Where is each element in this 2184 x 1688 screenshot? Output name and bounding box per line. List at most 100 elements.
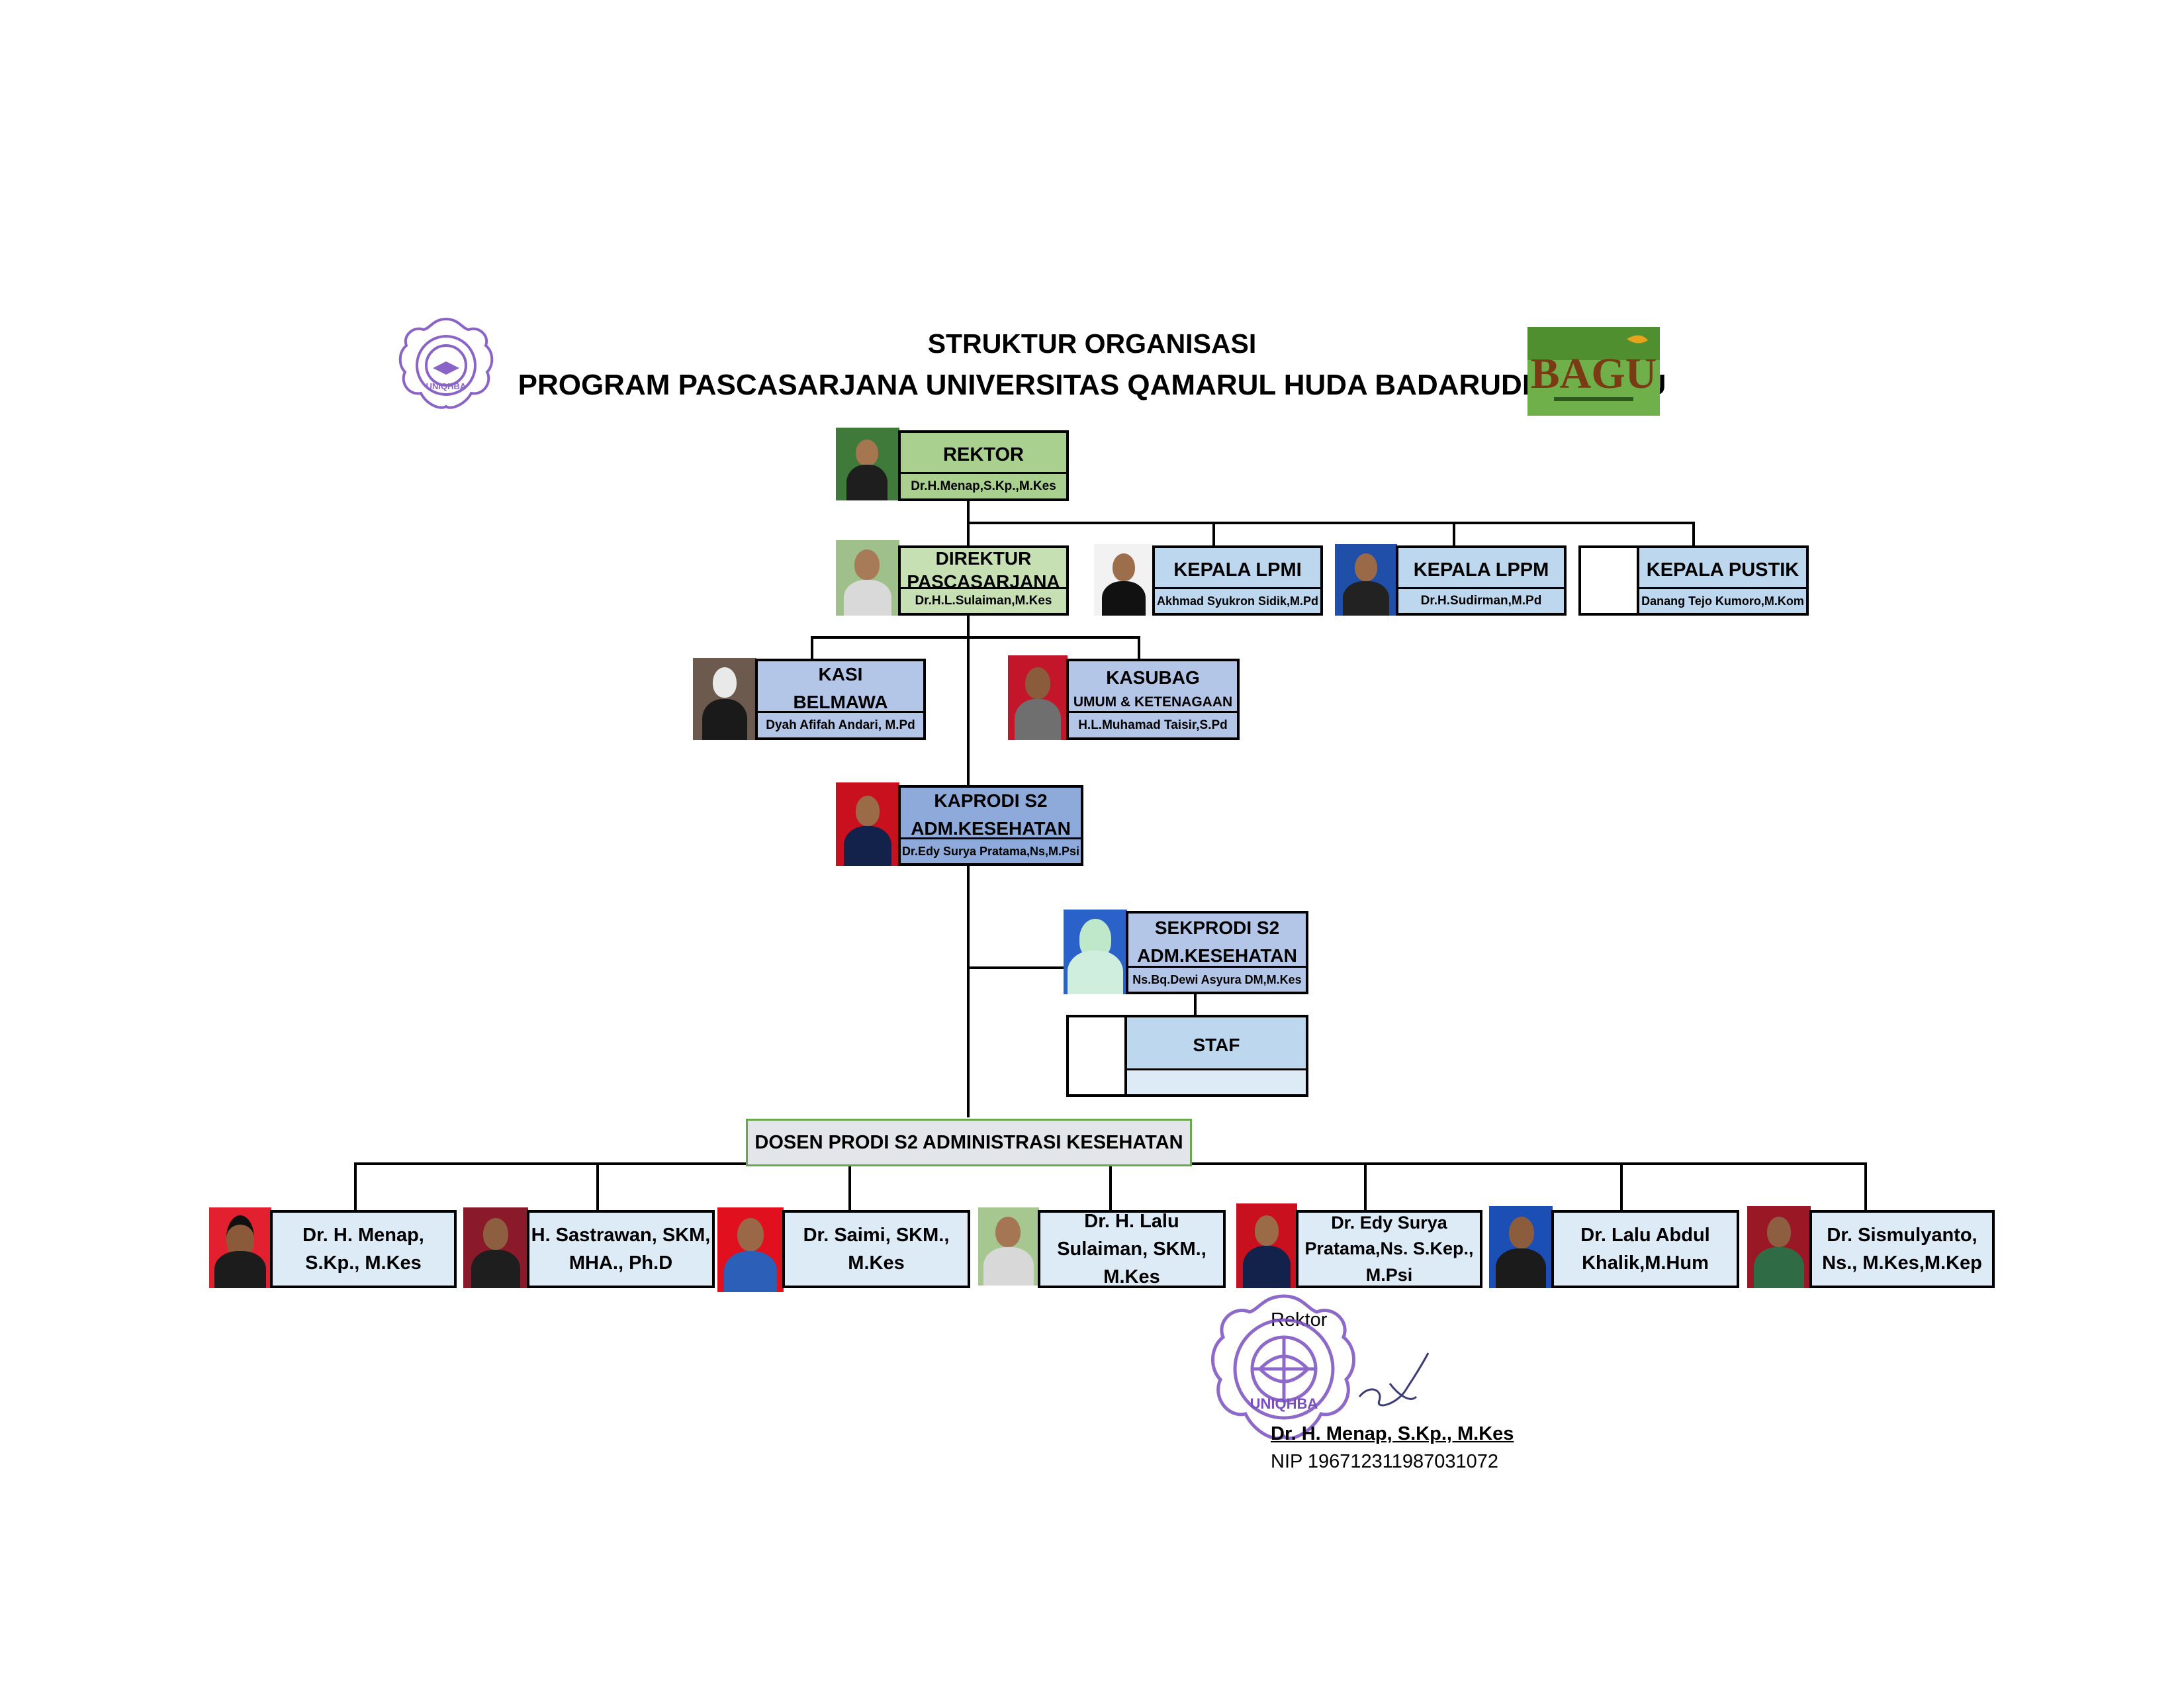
lecturer-1-line2: S.Kp., M.Kes bbox=[305, 1252, 422, 1274]
lecturer-5-line3: M.Psi bbox=[1365, 1264, 1413, 1285]
staf-box: STAF bbox=[1124, 1015, 1308, 1097]
lecturer-7-line1: Dr. Sismulyanto, bbox=[1827, 1224, 1978, 1246]
svg-text:UNIQHBA: UNIQHBA bbox=[426, 381, 467, 391]
title-line-2: PROGRAM PASCASARJANA UNIVERSITAS QAMARUL… bbox=[518, 369, 1666, 401]
lecturer-photo-2 bbox=[463, 1207, 528, 1288]
kasubag-box: KASUBAG UMUM & KETENAGAAN H.L.Muhamad Ta… bbox=[1066, 659, 1240, 740]
lecturer-card-1: Dr. H. Menap, S.Kp., M.Kes bbox=[270, 1210, 457, 1288]
kasubag-photo bbox=[1008, 655, 1068, 740]
connector bbox=[1692, 522, 1695, 547]
connector bbox=[1138, 636, 1140, 660]
connector bbox=[1864, 1162, 1867, 1211]
sekprodi-title-2: ADM.KESEHATAN bbox=[1137, 945, 1297, 966]
lecturer-1-line1: Dr. H. Menap, bbox=[302, 1224, 424, 1246]
lecturer-2-line1: H. Sastrawan, SKM, bbox=[531, 1224, 711, 1246]
connector bbox=[1109, 1162, 1112, 1211]
bagu-logo: BAGU bbox=[1527, 327, 1660, 416]
lecturer-photo-3 bbox=[717, 1207, 784, 1292]
lecturer-card-3: Dr. Saimi, SKM.,M.Kes bbox=[782, 1210, 970, 1288]
lecturer-4-line3: M.Kes bbox=[1103, 1266, 1160, 1288]
lecturer-6-line2: Khalik,M.Hum bbox=[1582, 1252, 1709, 1274]
signatory-name: Dr. H. Menap, S.Kp., M.Kes bbox=[1271, 1423, 1514, 1444]
lppm-photo bbox=[1335, 544, 1397, 616]
lppm-box: KEPALA LPPM Dr.H.Sudirman,M.Pd bbox=[1396, 545, 1567, 616]
lecturer-photo-6 bbox=[1489, 1206, 1553, 1288]
pustik-photo-frame bbox=[1578, 545, 1639, 616]
lecturer-card-2: H. Sastrawan, SKM, MHA., Ph.D bbox=[527, 1210, 715, 1288]
lecturer-5-line1: Dr. Edy Surya bbox=[1331, 1213, 1447, 1233]
connector bbox=[811, 636, 1140, 639]
rektor-name: Dr.H.Menap,S.Kp.,M.Kes bbox=[901, 472, 1066, 498]
sekprodi-photo bbox=[1064, 910, 1127, 994]
lecturer-photo-1 bbox=[209, 1207, 271, 1288]
rektor-photo bbox=[836, 428, 899, 500]
pustik-name: Danang Tejo Kumoro,M.Kom bbox=[1639, 587, 1806, 613]
uniqhba-logo: UNIQHBA bbox=[396, 315, 496, 414]
staf-photo-frame bbox=[1066, 1015, 1127, 1097]
title-line-1: STRUKTUR ORGANISASI bbox=[927, 328, 1257, 359]
kasi-name: Dyah Afifah Andari, M.Pd bbox=[758, 711, 923, 737]
connector bbox=[354, 1162, 357, 1211]
lecturer-card-7: Dr. Sismulyanto, Ns., M.Kes,M.Kep bbox=[1809, 1210, 1995, 1288]
kaprodi-photo bbox=[836, 782, 899, 866]
connector bbox=[596, 1162, 599, 1211]
lpmi-name: Akhmad Syukron Sidik,M.Pd bbox=[1155, 587, 1320, 613]
connector bbox=[1212, 522, 1215, 547]
lppm-title: KEPALA LPPM bbox=[1413, 559, 1549, 581]
lecturer-photo-5 bbox=[1236, 1203, 1297, 1288]
lecturer-3-line1: Dr. Saimi, SKM., bbox=[803, 1224, 950, 1246]
signatory-nip: NIP 196712311987031072 bbox=[1271, 1451, 1499, 1472]
lecturer-6-line1: Dr. Lalu Abdul bbox=[1580, 1224, 1710, 1246]
lpmi-box: KEPALA LPMI Akhmad Syukron Sidik,M.Pd bbox=[1152, 545, 1323, 616]
kasubag-title-2: UMUM & KETENAGAAN bbox=[1073, 694, 1233, 710]
sekprodi-title-1: SEKPRODI S2 bbox=[1154, 917, 1280, 938]
connector bbox=[967, 522, 970, 547]
sekprodi-box: SEKPRODI S2 ADM.KESEHATAN Ns.Bq.Dewi Asy… bbox=[1126, 911, 1308, 994]
kasubag-name: H.L.Muhamad Taisir,S.Pd bbox=[1069, 711, 1237, 737]
connector bbox=[1364, 1162, 1367, 1211]
lecturer-photo-4 bbox=[978, 1207, 1039, 1286]
connector bbox=[967, 522, 1695, 524]
lecturer-5-line2: Pratama,Ns. S.Kep., bbox=[1304, 1239, 1474, 1259]
kasi-photo bbox=[693, 658, 756, 740]
sekprodi-name: Ns.Bq.Dewi Asyura DM,M.Kes bbox=[1128, 966, 1306, 992]
direktur-box: DIREKTUR PASCASARJANA Dr.H.L.Sulaiman,M.… bbox=[898, 545, 1069, 616]
connector bbox=[1620, 1162, 1623, 1211]
staf-name bbox=[1127, 1068, 1306, 1094]
connector bbox=[811, 636, 813, 660]
kasi-title-2: BELMAWA bbox=[793, 692, 888, 712]
connector bbox=[1453, 522, 1455, 547]
lppm-name: Dr.H.Sudirman,M.Pd bbox=[1398, 587, 1564, 613]
lpmi-title: KEPALA LPMI bbox=[1173, 559, 1302, 581]
kasubag-title-1: KASUBAG bbox=[1106, 667, 1200, 688]
direktur-title-1: DIREKTUR bbox=[935, 548, 1032, 569]
lpmi-photo bbox=[1094, 544, 1154, 616]
lecturer-2-line2: MHA., Ph.D bbox=[569, 1252, 673, 1274]
svg-text:BAGU: BAGU bbox=[1531, 350, 1657, 398]
kasi-title-1: KASI bbox=[818, 664, 863, 684]
direktur-photo bbox=[836, 540, 899, 616]
pustik-box: KEPALA PUSTIK Danang Tejo Kumoro,M.Kom bbox=[1637, 545, 1809, 616]
kasi-box: KASI BELMAWA Dyah Afifah Andari, M.Pd bbox=[755, 659, 926, 740]
direktur-name: Dr.H.L.Sulaiman,M.Kes bbox=[901, 587, 1066, 613]
dosen-header: DOSEN PRODI S2 ADMINISTRASI KESEHATAN bbox=[746, 1119, 1192, 1166]
lecturer-4-line2: Sulaiman, SKM., bbox=[1057, 1238, 1206, 1260]
kaprodi-title-1: KAPRODI S2 bbox=[934, 790, 1048, 811]
lecturer-7-line2: Ns., M.Kes,M.Kep bbox=[1822, 1252, 1982, 1274]
kaprodi-name: Dr.Edy Surya Pratama,Ns,M.Psi bbox=[901, 837, 1081, 863]
kaprodi-box: KAPRODI S2 ADM.KESEHATAN Dr.Edy Surya Pr… bbox=[898, 785, 1083, 866]
svg-text:UNIQHBA: UNIQHBA bbox=[1250, 1395, 1318, 1412]
lecturer-photo-7 bbox=[1747, 1206, 1811, 1288]
pustik-title: KEPALA PUSTIK bbox=[1646, 559, 1799, 581]
lecturer-4-line1: Dr. H. Lalu bbox=[1084, 1210, 1179, 1232]
staf-title: STAF bbox=[1193, 1034, 1240, 1055]
rektor-box: REKTOR Dr.H.Menap,S.Kp.,M.Kes bbox=[898, 430, 1069, 501]
rektor-title: REKTOR bbox=[943, 444, 1024, 465]
kaprodi-title-2: ADM.KESEHATAN bbox=[911, 818, 1071, 839]
connector bbox=[848, 1162, 851, 1211]
connector bbox=[1194, 994, 1197, 1016]
connector bbox=[967, 966, 1066, 969]
